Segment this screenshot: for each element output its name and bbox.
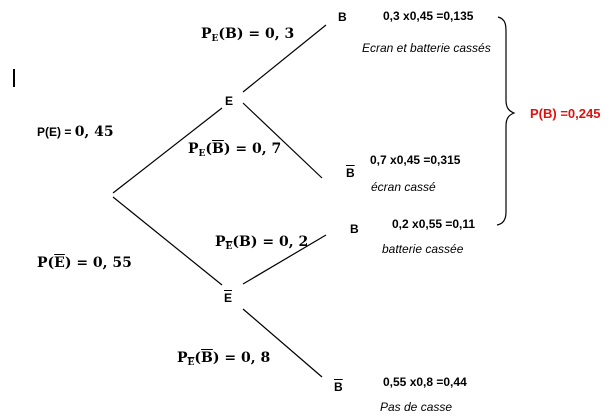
label-p-e: P(E) = 0, 45 bbox=[37, 124, 114, 140]
label-p-e-bar: P(E) = 0, 55 bbox=[37, 255, 132, 271]
node-e: E bbox=[225, 94, 234, 108]
branch-root-e-bar bbox=[112, 196, 223, 286]
branch-e-b bbox=[242, 24, 327, 93]
label-pe-bar-b: PE(B) = 0, 2 bbox=[215, 234, 309, 252]
label-pe-b-bar: PE(B) = 0, 7 bbox=[188, 141, 282, 159]
node-e-bar: E bbox=[224, 291, 233, 305]
leaf-desc-1: Ecran et batterie cassés bbox=[362, 41, 491, 55]
node-b-bar-bottom: B bbox=[334, 380, 343, 394]
node-b-bar-top: B bbox=[346, 166, 355, 180]
branch-e-bar-b bbox=[242, 234, 327, 285]
node-b-top: B bbox=[338, 10, 347, 24]
node-b-mid: B bbox=[350, 222, 359, 236]
branch-root-e bbox=[112, 107, 223, 194]
brace bbox=[496, 16, 516, 226]
label-pe-bar-b-bar: PE(B) = 0, 8 bbox=[177, 350, 271, 368]
leaf-calc-1: 0,3 x0,45 =0,135 bbox=[383, 9, 474, 23]
leaf-desc-3: batterie cassée bbox=[382, 242, 464, 256]
leaf-desc-2: écran cassé bbox=[371, 180, 436, 194]
leaf-calc-2: 0,7 x0,45 =0,315 bbox=[370, 153, 461, 167]
label-pe-b: PE(B) = 0, 3 bbox=[201, 26, 295, 44]
leaf-calc-4: 0,55 x0,8 =0,44 bbox=[383, 375, 467, 389]
branch-e-b-bar bbox=[242, 102, 323, 179]
result-total: P(B) =0,245 bbox=[530, 106, 601, 121]
leaf-desc-4: Pas de casse bbox=[380, 400, 453, 414]
branch-e-bar-b-bar bbox=[242, 308, 323, 378]
text-cursor bbox=[13, 69, 15, 87]
leaf-calc-3: 0,2 x0,55 =0,11 bbox=[392, 217, 476, 231]
